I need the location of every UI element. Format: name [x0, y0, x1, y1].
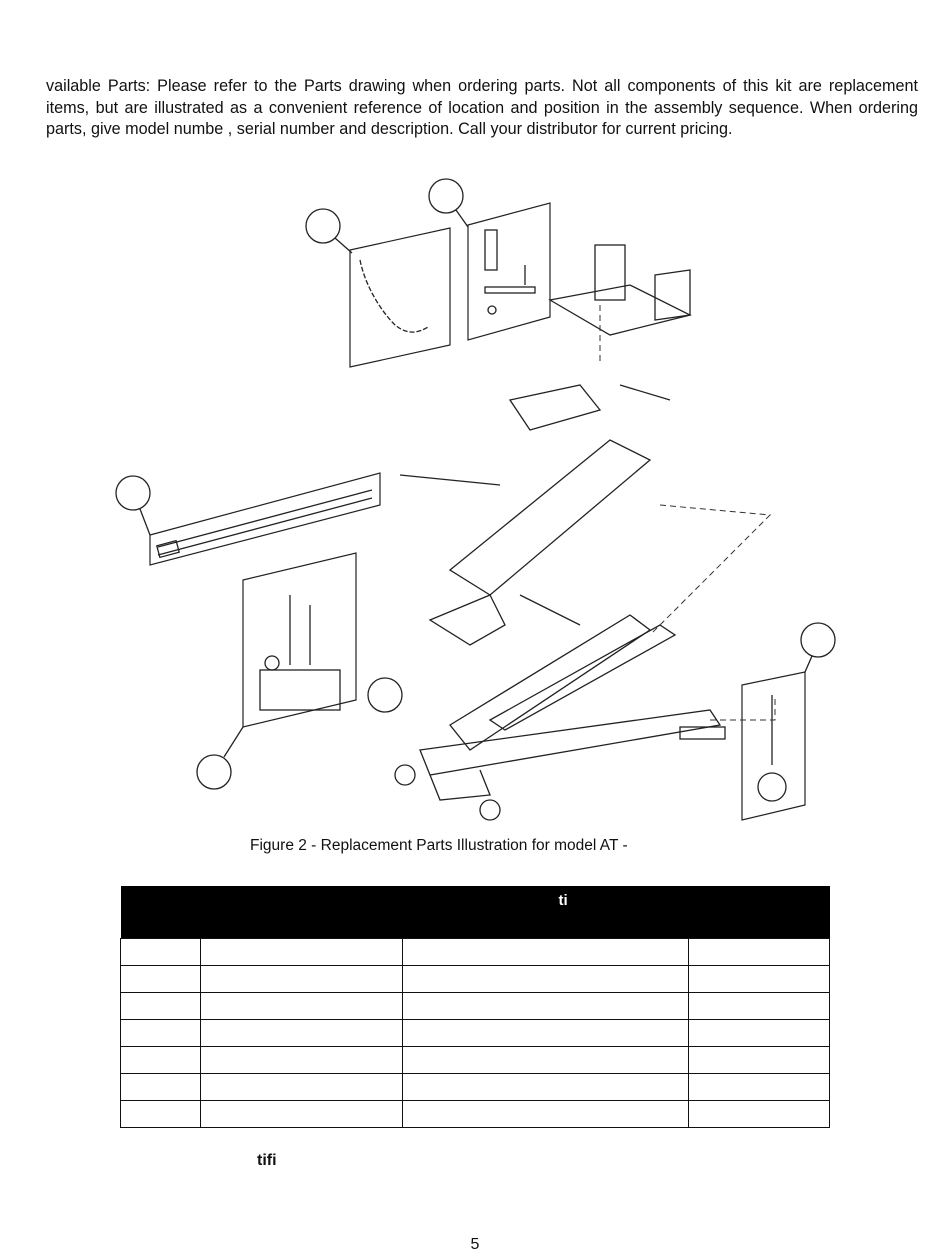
table-row [120, 1019, 831, 1047]
table-cell [200, 1019, 403, 1047]
assembly-guide-lines [599, 305, 776, 721]
table-cell [200, 992, 403, 1020]
callout-circle-pump [196, 754, 232, 790]
callout-circle-seal [367, 677, 403, 713]
table-cell [687, 992, 831, 1020]
table-cell [687, 1100, 831, 1128]
table-cell [120, 992, 201, 1020]
table-cell [200, 938, 403, 966]
table-cell [200, 965, 403, 993]
table-cell [200, 1100, 403, 1128]
parts-table-header: ti [120, 886, 830, 939]
table-cell [402, 938, 689, 966]
pump-panel [242, 552, 357, 728]
caster-panel [741, 671, 806, 821]
table-cell [200, 1073, 403, 1101]
table-cell [120, 1073, 201, 1101]
table-cell [687, 938, 831, 966]
callout-circle-handle [115, 475, 151, 511]
table-row [120, 992, 831, 1020]
table-cell [687, 1046, 831, 1074]
callout-circle-caster [800, 622, 836, 658]
replacement-parts-illustration [110, 175, 850, 840]
table-cell [402, 1046, 689, 1074]
table-cell [120, 938, 201, 966]
table-cell [120, 1046, 201, 1074]
handle-panel [149, 472, 381, 566]
table-cell [687, 965, 831, 993]
callout-circle-bracket [428, 178, 464, 214]
parts-table-header-text: ti [120, 886, 830, 939]
callout-circle-chain [305, 208, 341, 244]
table-cell [120, 965, 201, 993]
parts-table: ti [120, 886, 831, 1128]
table-row [120, 1046, 831, 1074]
table-row [120, 965, 831, 993]
lift-arm [399, 439, 652, 646]
table-cell [687, 1019, 831, 1047]
exploded-jack-drawing [115, 178, 836, 821]
table-cell [402, 1019, 689, 1047]
page-number: 5 [470, 1236, 480, 1253]
saddle-assembly [508, 244, 692, 431]
figure-caption: Figure 2 - Replacement Parts Illustratio… [250, 837, 628, 854]
table-cell [120, 1019, 201, 1047]
table-row [120, 1073, 831, 1101]
table-cell [402, 992, 689, 1020]
table-row [120, 1100, 831, 1128]
intro-paragraph: vailable Parts: Please refer to the Part… [46, 77, 918, 138]
jack-frame [394, 614, 726, 821]
table-cell [687, 1073, 831, 1101]
bracket-panel [467, 202, 551, 341]
chain-panel [349, 227, 451, 368]
table-cell [402, 1073, 689, 1101]
table-cell [120, 1100, 201, 1128]
table-row [120, 938, 831, 966]
table-cell [402, 1100, 689, 1128]
table-cell [402, 965, 689, 993]
table-cell [200, 1046, 403, 1074]
note-text: tifi [257, 1152, 277, 1169]
